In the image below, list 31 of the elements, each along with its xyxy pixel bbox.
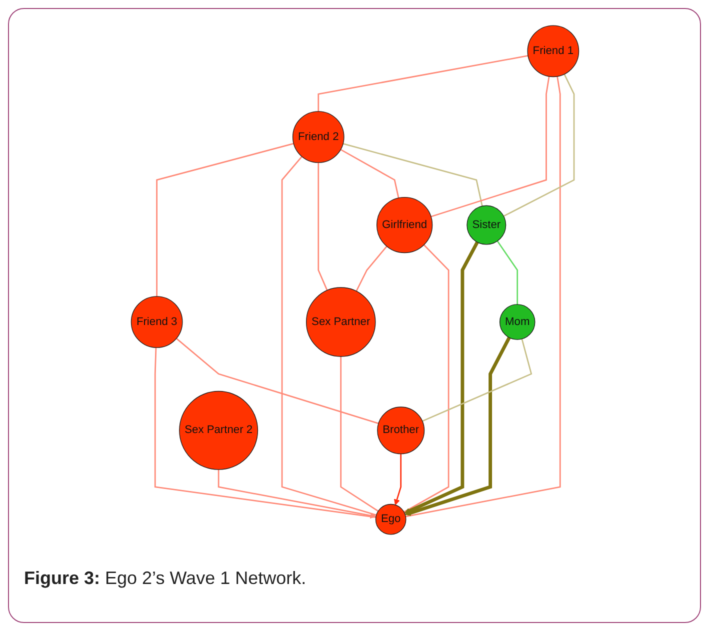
connector	[156, 142, 294, 296]
node-circle: Sex Partner	[306, 287, 376, 357]
connector	[176, 338, 379, 424]
connector	[404, 244, 450, 513]
connector	[503, 74, 575, 217]
arrow	[394, 454, 402, 506]
connector	[340, 148, 400, 198]
arrow	[218, 470, 376, 519]
connector	[154, 348, 376, 518]
connector	[281, 156, 377, 516]
node-circle: Sister	[466, 205, 506, 245]
connector	[318, 162, 328, 291]
connector	[318, 55, 528, 112]
connector	[342, 143, 483, 206]
connector	[406, 76, 561, 518]
connector	[340, 356, 379, 512]
connector	[496, 240, 518, 304]
node-circle: Sex Partner 2	[179, 390, 258, 470]
connector	[422, 338, 532, 422]
node-circle: Friend 1	[527, 25, 580, 78]
connector	[356, 246, 388, 292]
arrow	[404, 241, 479, 514]
node-circle: Brother	[377, 406, 425, 454]
connector	[430, 76, 550, 218]
arrow	[404, 336, 511, 516]
figure-caption: Figure 3: Ego 2’s Wave 1 Network.	[24, 568, 306, 589]
node-circle: Friend 2	[292, 111, 344, 163]
node-circle: Girlfriend	[376, 196, 433, 254]
node-circle: Ego	[375, 504, 406, 535]
node-circle: Mom	[499, 304, 536, 340]
node-circle: Friend 3	[130, 296, 183, 348]
